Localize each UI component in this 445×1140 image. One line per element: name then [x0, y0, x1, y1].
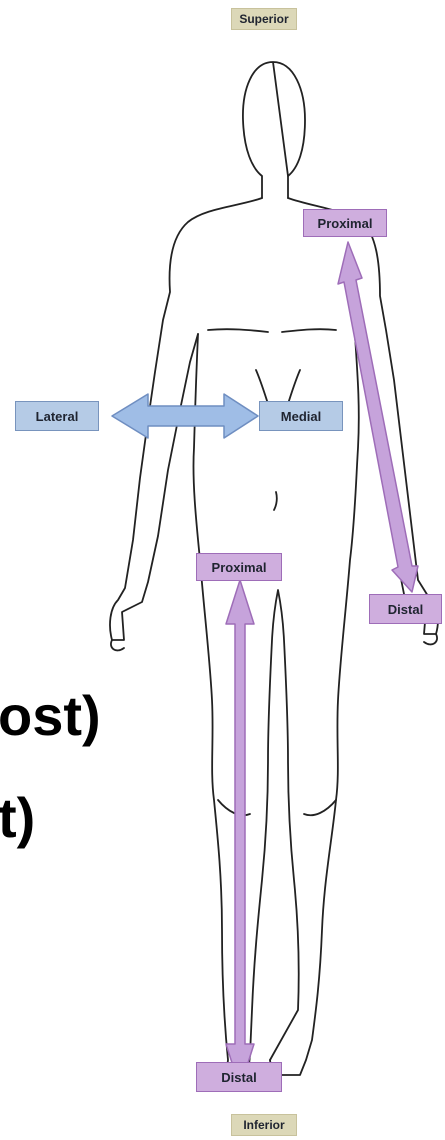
inferior-label: Inferior: [231, 1114, 297, 1136]
arm-proximal-label: Proximal: [303, 209, 387, 237]
lateral-medial-arrow: [112, 394, 258, 438]
cutoff-text-line2: t): [0, 790, 35, 846]
superior-label: Superior: [231, 8, 297, 30]
right-knee-line: [304, 800, 336, 815]
medial-label: Medial: [259, 401, 343, 431]
inner-legs-outline: [250, 590, 299, 1060]
lateral-label: Lateral: [15, 401, 99, 431]
arm-distal-label: Distal: [369, 594, 442, 624]
leg-proximal-label: Proximal: [196, 553, 282, 581]
right-leg-outline: [270, 336, 359, 1075]
navel-mark: [274, 492, 277, 510]
chest-line: [208, 329, 336, 332]
arm-proximal-distal-arrow: [338, 242, 418, 592]
leg-proximal-distal-arrow: [226, 580, 254, 1088]
head-outline: [243, 62, 305, 198]
leg-distal-label: Distal: [196, 1062, 282, 1092]
right-hand: [424, 634, 437, 644]
cutoff-text-line1: ost): [0, 688, 101, 744]
left-hand: [111, 640, 124, 650]
